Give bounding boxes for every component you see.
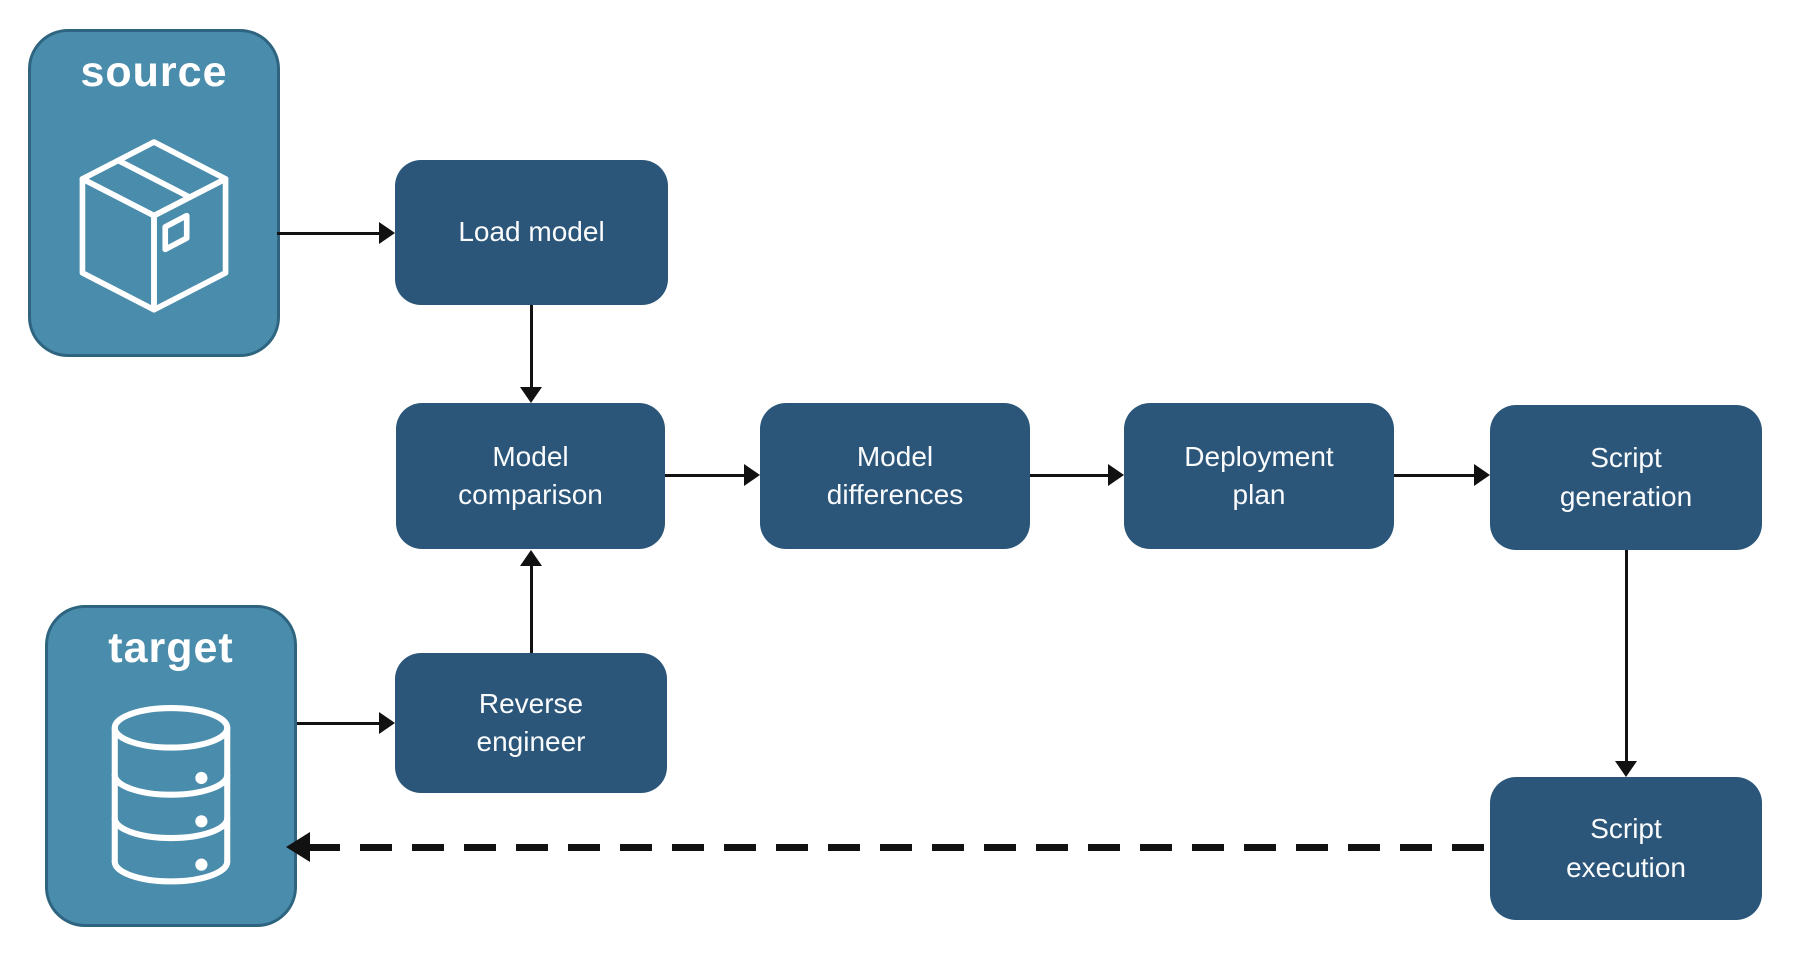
arrowhead-right-icon: [744, 464, 760, 486]
arrowhead-down-icon: [520, 387, 542, 403]
target-label: target: [108, 624, 234, 672]
node-deployment-plan: Deployment plan: [1124, 403, 1394, 549]
source-label: source: [80, 48, 228, 96]
source-node: source: [28, 29, 280, 357]
database-icon: [111, 705, 231, 885]
node-model-differences: Model differences: [760, 403, 1030, 549]
edge-line: [530, 566, 533, 653]
edge-line: [665, 474, 744, 477]
arrowhead-right-icon: [379, 222, 395, 244]
arrowhead-right-icon: [379, 712, 395, 734]
arrowhead-right-icon: [1108, 464, 1124, 486]
node-load-model: Load model: [395, 160, 668, 305]
node-model-comparison: Model comparison: [396, 403, 665, 549]
node-reverse-engineer: Reverse engineer: [395, 653, 667, 793]
edge-line: [530, 305, 533, 389]
node-script-execution: Script execution: [1490, 777, 1762, 920]
arrowhead-up-icon: [520, 550, 542, 566]
edge-dashed-line: [308, 844, 1490, 851]
target-node: target: [45, 605, 297, 927]
edge-line: [1030, 474, 1108, 477]
edge-line: [1394, 474, 1474, 477]
edge-line: [297, 722, 379, 725]
package-icon: [79, 139, 229, 313]
arrowhead-down-icon: [1615, 761, 1637, 777]
node-script-generation: Script generation: [1490, 405, 1762, 550]
edge-line: [277, 232, 379, 235]
arrowhead-right-icon: [1474, 464, 1490, 486]
arrowhead-left-icon: [286, 832, 310, 862]
edge-line: [1625, 550, 1628, 761]
